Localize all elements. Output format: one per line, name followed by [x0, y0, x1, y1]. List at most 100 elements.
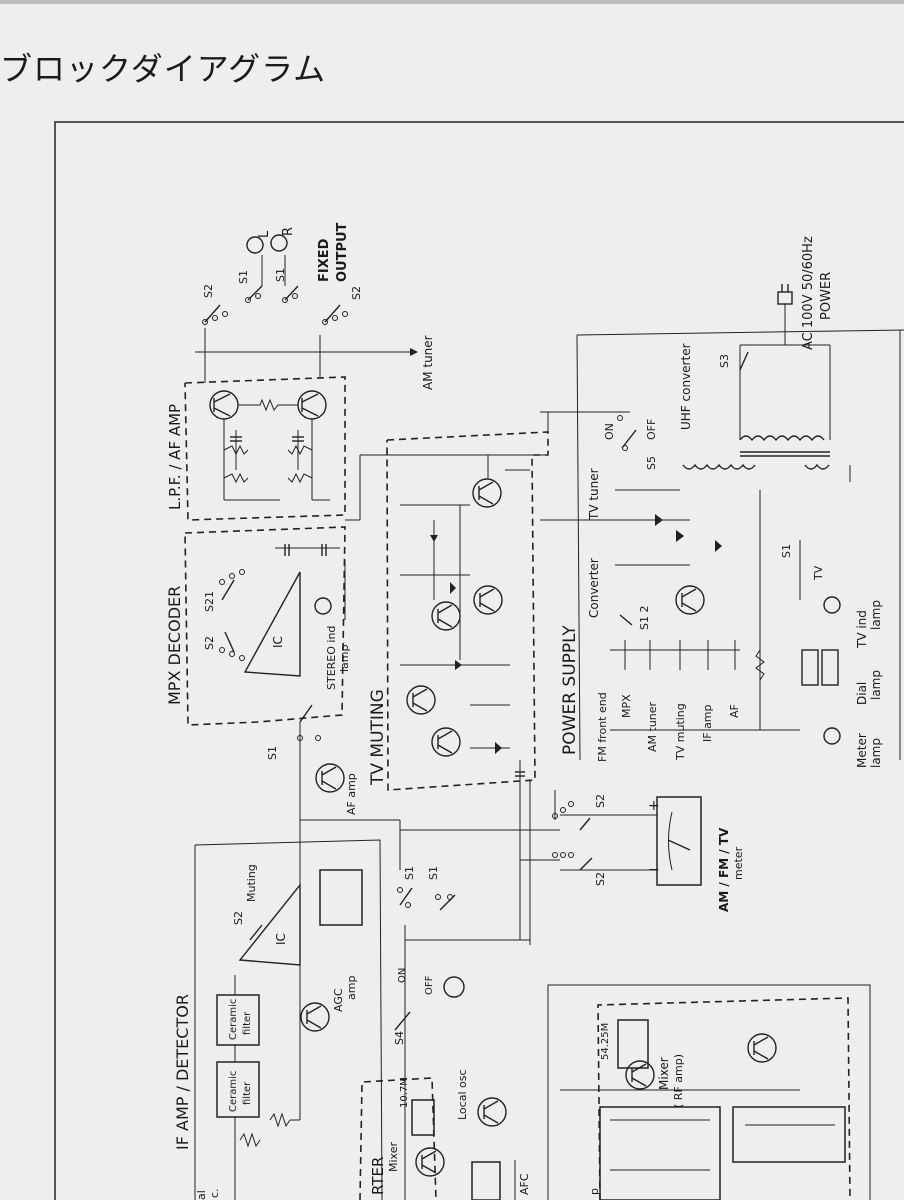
dial-lamp-2-icon	[821, 649, 839, 686]
output-label: OUTPUT	[335, 222, 350, 282]
edge-fragment-c: c.	[208, 1188, 221, 1198]
if-amp-title: IF AMP / DETECTOR	[173, 994, 192, 1150]
if-ic-label: IC	[274, 933, 288, 945]
muting-transistor-5	[431, 727, 461, 757]
ac-plug-icon	[777, 284, 793, 305]
dial-lamp-label: Dial	[855, 682, 869, 705]
lpf-transistor-1	[209, 390, 239, 420]
s2-mpx-label: S2	[203, 636, 216, 650]
s3-label: S3	[718, 354, 731, 368]
tuning-section-1	[599, 1106, 721, 1200]
stereo-lamp-label: lamp	[338, 644, 351, 672]
muting-transistor-2	[431, 601, 461, 631]
ground-symbol	[443, 976, 465, 998]
tuning-section-2	[732, 1106, 846, 1163]
fixed-output-label: FIXED	[317, 238, 332, 282]
output-af: AF	[728, 704, 741, 718]
agc-transistor	[300, 1002, 330, 1032]
ceramic-filter-1-label-2: filter	[242, 1011, 253, 1035]
mpx-ic	[243, 571, 301, 677]
ceramic-filter-2	[216, 1061, 260, 1118]
s1-power-label: S1 2	[638, 606, 651, 630]
af-amp-transistor	[315, 763, 345, 793]
freq-54-25m-label: 54.25M	[600, 1023, 611, 1060]
mpx-block	[184, 526, 346, 726]
tv-muting-block	[386, 431, 549, 791]
af-amp-label: AF amp	[345, 773, 358, 815]
if-s2-label: S2	[232, 911, 245, 925]
meter-switch-s2-bottom	[552, 852, 593, 871]
s5-switch	[621, 429, 637, 449]
s1-mpx-switch	[299, 704, 313, 723]
output-if-amp: IF amp	[701, 704, 714, 742]
stereo-lamp-icon	[314, 597, 332, 615]
s4-off-label: OFF	[424, 975, 435, 995]
lpf-transistor-2	[297, 390, 327, 420]
if-coil	[319, 869, 363, 926]
muting-transistor-3	[473, 585, 503, 615]
muting-label: Muting	[245, 864, 258, 902]
edge-fragment-p: p	[588, 1188, 601, 1195]
s4-on-label: ON	[397, 968, 408, 983]
tv-label: TV	[812, 565, 825, 581]
s4-label: S4	[393, 1031, 406, 1045]
s4-switch	[394, 1011, 411, 1031]
ceramic-filter-1-label: Ceramic	[228, 999, 239, 1040]
jack-r-icon	[270, 234, 288, 252]
ceramic-filter-2-label: Ceramic	[228, 1071, 239, 1112]
uhf-converter-label: UHF converter	[679, 343, 693, 430]
regulator-transistor	[675, 585, 705, 615]
s3-switch	[739, 351, 749, 371]
converter-label: Converter	[587, 558, 601, 618]
s1-if-switch-2	[435, 894, 456, 911]
meter-lamp-icon	[823, 727, 841, 745]
output-fm-front-end: FM front end	[596, 692, 609, 762]
s1-af-label: S1	[266, 746, 279, 760]
uhf-converter-block	[597, 997, 851, 1200]
s2-label-left: S2	[202, 284, 215, 298]
meter-title: AM / FM / TV	[717, 827, 731, 912]
output-mpx: MPX	[620, 694, 633, 718]
output-am-tuner: AM tuner	[646, 701, 659, 752]
tv-tuner-label: TV tuner	[587, 468, 601, 521]
meter-s2-top-label: S2	[594, 794, 607, 808]
rf-amp-transistor	[747, 1033, 777, 1063]
s1-label-right: S1	[274, 268, 287, 282]
coil-54-25m	[617, 1019, 649, 1069]
meter-switch-s2-top	[552, 801, 591, 831]
meter-lamp-label: Meter	[855, 733, 869, 768]
ac-line-label: AC 100V 50/60Hz	[801, 236, 816, 350]
rf-amp-label: ( RF amp)	[672, 1054, 685, 1108]
s1-power-switch	[619, 614, 633, 626]
tv-muting-title: TV MUTING	[368, 689, 388, 786]
mixer-transistor	[415, 1147, 445, 1177]
transformer-primary	[739, 435, 825, 442]
local-osc-transistor	[477, 1097, 507, 1127]
edge-fragment-al: al	[195, 1190, 208, 1200]
local-osc-label: Local osc	[456, 1069, 469, 1120]
dial-lamp-label-2: lamp	[869, 670, 883, 700]
transformer-secondary	[682, 463, 756, 470]
s2-label-right: S2	[350, 286, 363, 300]
if-ic	[238, 883, 301, 966]
if-amp-block-edge	[194, 839, 383, 1200]
freq-10-7m-label: 10.7M	[399, 1077, 410, 1108]
mpx-switch-s21	[219, 569, 245, 601]
am-tuner-arrow-label: AM tuner	[421, 335, 435, 390]
ceramic-filter-1	[216, 994, 260, 1046]
output-switch-s2-left	[202, 285, 263, 325]
output-tv-muting: TV muting	[674, 703, 687, 761]
ceramic-filter-2-label-2: filter	[242, 1081, 253, 1105]
stereo-ind-label: STEREO ind	[325, 626, 338, 690]
mpx-switch-s2	[219, 631, 245, 661]
meter-word: meter	[732, 846, 745, 880]
muting-transistor-1	[472, 478, 502, 508]
osc-coil	[471, 1161, 501, 1200]
jack-l-icon	[246, 236, 264, 254]
s1-if-label: S1	[403, 866, 416, 880]
s1-label-left: S1	[237, 270, 250, 284]
muting-transistor-4	[406, 685, 436, 715]
agc-label: AGC	[332, 988, 345, 1012]
page-title: ブロックダイアグラム	[0, 50, 327, 88]
